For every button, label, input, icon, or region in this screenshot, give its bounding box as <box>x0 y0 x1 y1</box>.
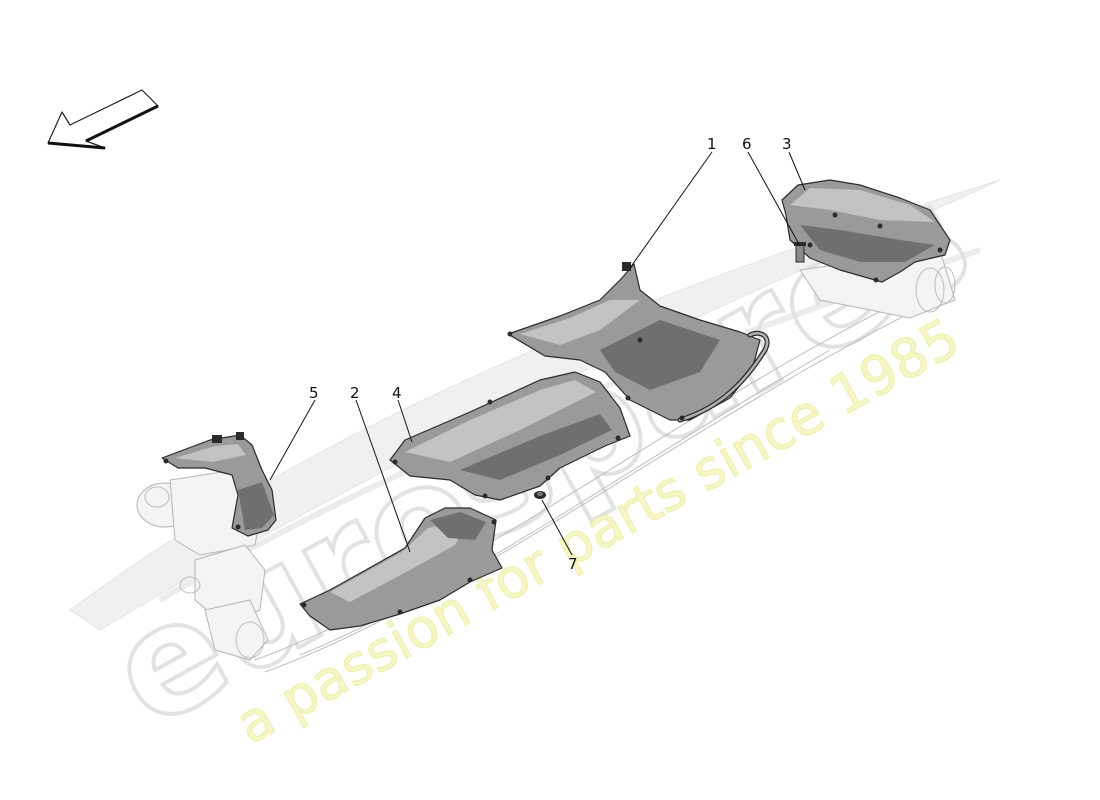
leader-lines <box>269 151 806 556</box>
leader-6 <box>747 151 801 247</box>
callout-6: 6 <box>742 135 752 153</box>
part-6-mounting-stud <box>794 242 806 263</box>
callout-2: 2 <box>350 384 360 402</box>
leader-3 <box>788 151 806 191</box>
leader-7 <box>541 499 573 556</box>
callout-3: 3 <box>782 135 792 153</box>
callout-5: 5 <box>309 384 319 402</box>
callout-7: 7 <box>568 555 578 573</box>
part-2-front-heat-shield <box>299 507 503 631</box>
part-3-silencer-heat-shield <box>781 179 951 283</box>
part-5-turbo-heat-shield <box>161 432 277 537</box>
callout-labels: 1 2 3 4 5 6 7 <box>309 135 792 573</box>
leader-2 <box>355 399 411 553</box>
leader-1 <box>629 151 713 269</box>
orientation-arrow-icon <box>47 89 159 150</box>
callout-4: 4 <box>392 384 402 402</box>
leader-5 <box>269 399 316 481</box>
leader-4 <box>397 399 413 443</box>
part-7-fastener-clip <box>534 491 546 499</box>
part-4-center-heat-shield <box>389 371 631 501</box>
part-1-rear-heat-shield <box>507 262 770 423</box>
callout-1: 1 <box>707 135 717 153</box>
